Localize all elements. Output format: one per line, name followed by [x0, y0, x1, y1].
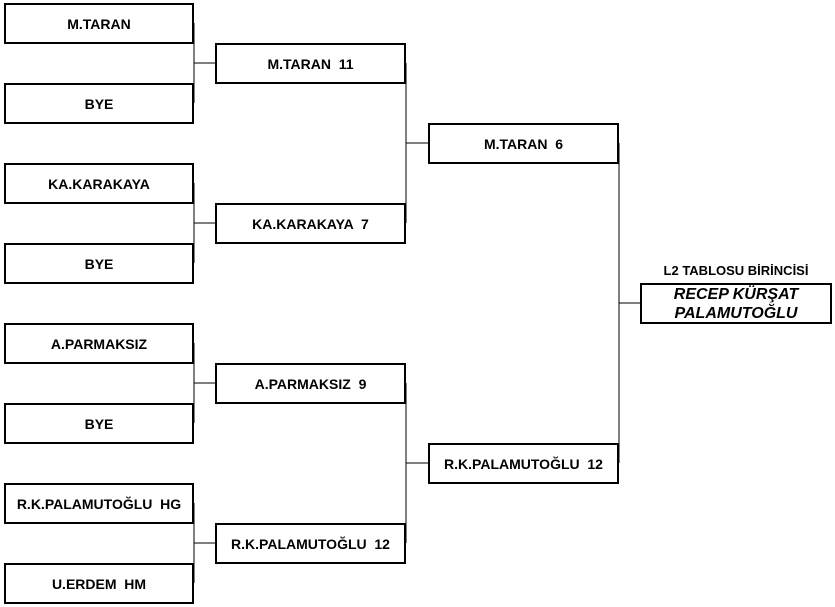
round1-slot-1: M.TARAN	[4, 3, 194, 44]
round1-slot-2: BYE	[4, 83, 194, 124]
round1-slot-4: BYE	[4, 243, 194, 284]
winner-box: RECEP KÜRŞAT PALAMUTOĞLU	[640, 283, 832, 324]
round2-slot-2: KA.KARAKAYA 7	[215, 203, 406, 244]
round1-slot-6: BYE	[4, 403, 194, 444]
winner-caption: L2 TABLOSU BİRİNCİSİ	[663, 263, 809, 278]
round3-slot-2: R.K.PALAMUTOĞLU 12	[428, 443, 619, 484]
round2-slot-1: M.TARAN 11	[215, 43, 406, 84]
round1-slot-3: KA.KARAKAYA	[4, 163, 194, 204]
winner-name-line2: PALAMUTOĞLU	[674, 304, 798, 322]
round1-slot-5: A.PARMAKSIZ	[4, 323, 194, 364]
round3-slot-1: M.TARAN 6	[428, 123, 619, 164]
round2-slot-3: A.PARMAKSIZ 9	[215, 363, 406, 404]
round1-slot-7: R.K.PALAMUTOĞLU HG	[4, 483, 194, 524]
round1-slot-8: U.ERDEM HM	[4, 563, 194, 604]
winner-name-line1: RECEP KÜRŞAT	[673, 285, 799, 303]
round2-slot-4: R.K.PALAMUTOĞLU 12	[215, 523, 406, 564]
